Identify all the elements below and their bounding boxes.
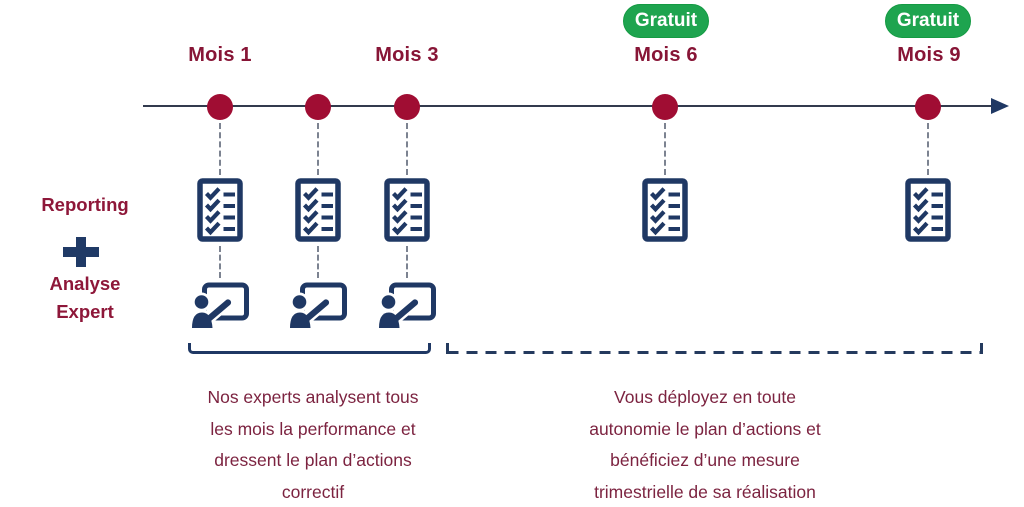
gratuit-badge: Gratuit	[885, 4, 971, 38]
phase-line: correctif	[281, 481, 345, 502]
dashed-connector	[219, 123, 221, 175]
phase-line: bénéficiez d’une mesure	[610, 450, 800, 470]
presentation-icon	[378, 282, 436, 328]
legend-analyse-line: Analyse	[49, 273, 121, 294]
milestone-label-mois-3: Mois 3	[375, 44, 439, 66]
phase-line: dressent le plan d’actions	[214, 450, 412, 470]
timeline-dot	[915, 94, 941, 120]
milestone-label-mois-9: Mois 9	[897, 44, 961, 66]
checklist-icon	[642, 178, 688, 242]
checklist-icon	[905, 178, 951, 242]
arrow-right-icon	[991, 98, 1009, 114]
phase-line: autonomie le plan d’actions et	[589, 418, 821, 439]
presentation-icon	[191, 282, 249, 328]
dashed-connector	[664, 123, 666, 175]
presentation-icon	[289, 282, 347, 328]
timeline-dot	[652, 94, 678, 120]
plus-icon	[63, 237, 99, 267]
timeline-axis	[143, 105, 992, 107]
phase-line: les mois la performance et	[210, 418, 416, 439]
timeline-dot	[207, 94, 233, 120]
phase-bracket-solid	[188, 343, 431, 354]
dashed-connector	[317, 123, 319, 175]
gratuit-badge: Gratuit	[623, 4, 709, 38]
legend-reporting-label: Reporting	[41, 194, 129, 215]
legend-analyse-expert-label: Analyse Expert	[20, 270, 150, 326]
phase-bracket-dashed	[446, 343, 983, 354]
phase-line: Nos experts analysent tous	[207, 387, 419, 407]
dashed-connector	[406, 123, 408, 175]
dashed-connector	[927, 123, 929, 175]
phase-description-experts: Nos experts analysent tous les mois la p…	[186, 382, 440, 507]
timeline-dot	[305, 94, 331, 120]
legend-expert-line: Expert	[56, 301, 114, 322]
phase-line: trimestrielle de sa réalisation	[594, 481, 816, 502]
milestone-label-mois-1: Mois 1	[188, 44, 252, 66]
dashed-connector	[406, 246, 408, 278]
phase-line: Vous déployez en toute	[614, 387, 796, 407]
dashed-connector	[219, 246, 221, 278]
phase-description-autonomie: Vous déployez en toute autonomie le plan…	[552, 382, 858, 507]
dashed-connector	[317, 246, 319, 278]
timeline-dot	[394, 94, 420, 120]
milestone-label-mois-6: Mois 6	[634, 44, 698, 66]
checklist-icon	[295, 178, 341, 242]
checklist-icon	[197, 178, 243, 242]
checklist-icon	[384, 178, 430, 242]
